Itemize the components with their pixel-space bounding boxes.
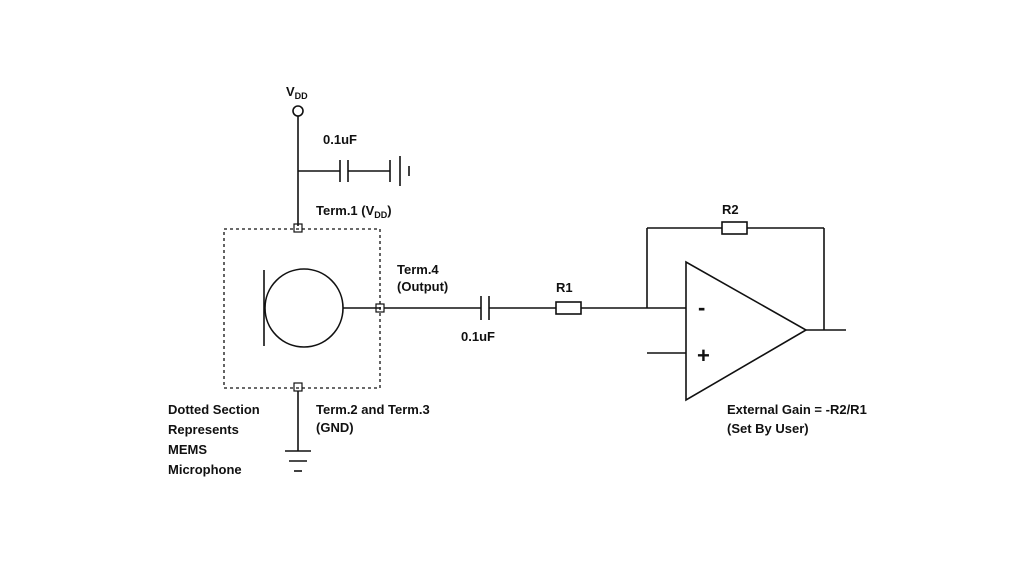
dotted-caption-line4: Microphone [168, 462, 242, 477]
vdd-label: VDD [286, 84, 308, 101]
signal-path: 0.1uF R1 [384, 280, 686, 344]
dotted-caption-line3: MEMS [168, 442, 207, 457]
vdd-terminal-circle [292, 105, 304, 117]
term1-pin [293, 223, 303, 233]
term23-label-line1: Term.2 and Term.3 [316, 402, 430, 417]
inverting-input-sign: - [698, 295, 705, 320]
term4-label-line1: Term.4 [397, 262, 439, 277]
coupling-cap-value: 0.1uF [461, 329, 495, 344]
r2-label: R2 [722, 202, 739, 217]
r2-resistor [721, 221, 748, 235]
term23-label-line2: (GND) [316, 420, 354, 435]
dotted-caption-line2: Represents [168, 422, 239, 437]
r1-label: R1 [556, 280, 573, 295]
non-inverting-input-sign: + [697, 343, 710, 368]
term4-label-line2: (Output) [397, 279, 448, 294]
vdd-supply: VDD [286, 84, 308, 226]
mems-microphone [223, 223, 385, 392]
decoupling-capacitor: 0.1uF [298, 132, 410, 186]
term1-label: Term.1 (VDD) [316, 203, 392, 220]
ground-symbol [285, 391, 311, 472]
feedback-network: R2 [646, 202, 825, 330]
gain-note-line1: External Gain = -R2/R1 [727, 402, 867, 417]
decoupling-cap-value: 0.1uF [323, 132, 357, 147]
gain-note-line2: (Set By User) [727, 421, 809, 436]
op-amp: - + [647, 260, 846, 402]
microphone-circle [264, 268, 344, 348]
dotted-caption-line1: Dotted Section [168, 402, 260, 417]
r1-resistor [555, 301, 582, 315]
op-amp-triangle [685, 260, 808, 402]
term23-pin [293, 382, 303, 392]
